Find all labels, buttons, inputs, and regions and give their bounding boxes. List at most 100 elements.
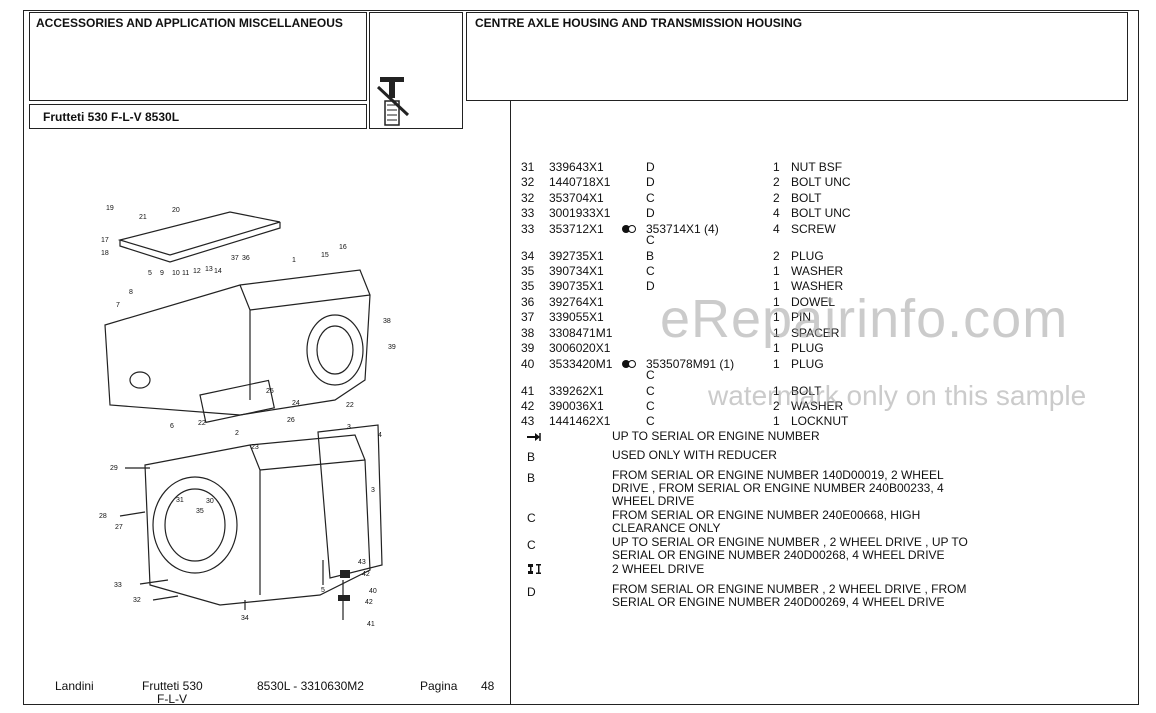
item-number: 33 [521, 206, 535, 220]
callout: 1 [292, 257, 296, 264]
description: WASHER [791, 264, 844, 278]
part-number: 339643X1 [549, 160, 604, 174]
callout: 40 [369, 588, 377, 595]
quantity: 1 [773, 357, 780, 371]
footer-page-label: Pagina [420, 679, 458, 693]
legend-item: 2 WHEEL DRIVE [527, 563, 997, 577]
description: NUT BSF [791, 160, 843, 174]
quantity: 4 [773, 222, 780, 236]
table-row: 38 3308471M1 1 SPACER [521, 326, 981, 341]
callout: 25 [266, 388, 274, 395]
legend-code: D [527, 585, 536, 599]
part-code: C [646, 264, 655, 278]
part-number: 353712X1 [549, 222, 604, 236]
callout: 29 [110, 465, 118, 472]
description: LOCKNUT [791, 414, 849, 428]
table-row: 34 392735X1 B 2 PLUG [521, 249, 981, 264]
callout: 30 [206, 498, 214, 505]
exploded-diagram [104, 211, 383, 620]
item-number: 37 [521, 310, 535, 324]
callout: 10 [172, 270, 180, 277]
tool-icon [376, 77, 410, 126]
part-number: 392735X1 [549, 249, 604, 263]
table-row: 33 353712X1 353714X1 (4) 4 SCREW [521, 222, 981, 237]
callout: 11 [182, 270, 190, 277]
table-row: 43 1441462X1 C 1 LOCKNUT [521, 414, 981, 429]
legend-item: UP TO SERIAL OR ENGINE NUMBER [527, 430, 997, 444]
description: PLUG [791, 341, 824, 355]
legend-item: C FROM SERIAL OR ENGINE NUMBER 240E00668… [527, 509, 997, 537]
legend-item: D FROM SERIAL OR ENGINE NUMBER , 2 WHEEL… [527, 583, 997, 611]
part-number: 390734X1 [549, 264, 604, 278]
description: WASHER [791, 279, 844, 293]
legend-text: USED ONLY WITH REDUCER [612, 448, 777, 462]
part-number: 1440718X1 [549, 175, 611, 189]
description: PLUG [791, 249, 824, 263]
legend-item: B USED ONLY WITH REDUCER [527, 448, 997, 465]
legend-text: FROM SERIAL OR ENGINE NUMBER , 2 WHEEL D… [612, 582, 967, 609]
callout: 16 [339, 244, 347, 251]
table-row: 32 1440718X1 D 2 BOLT UNC [521, 175, 981, 190]
legend-text: UP TO SERIAL OR ENGINE NUMBER , 2 WHEEL … [612, 535, 968, 562]
page-number: 48 [481, 679, 495, 693]
legend-text: FROM SERIAL OR ENGINE NUMBER 140D00019, … [612, 468, 944, 508]
part-number: 3006020X1 [549, 341, 611, 355]
description: BOLT UNC [791, 206, 851, 220]
description: WASHER [791, 399, 844, 413]
part-code: C [646, 191, 655, 205]
callout: 26 [287, 417, 295, 424]
part-number: 392764X1 [549, 295, 604, 309]
item-number: 40 [521, 357, 535, 371]
table-row: 36 392764X1 1 DOWEL [521, 295, 981, 310]
callout: 34 [241, 615, 249, 622]
callout: 15 [321, 252, 329, 259]
table-row: 31 339643X1 D 1 NUT BSF [521, 160, 981, 175]
part-number: 3308471M1 [549, 326, 613, 340]
callout: 28 [99, 513, 107, 520]
description: PIN [791, 310, 812, 324]
item-number: 35 [521, 264, 535, 278]
callout: 37 [231, 255, 239, 262]
item-number: 32 [521, 191, 535, 205]
table-row: 32 353704X1 C 2 BOLT [521, 191, 981, 206]
watermark-note: watermark only on this sample [708, 380, 1087, 411]
arrow-right-icon [527, 430, 557, 445]
quantity: 2 [773, 191, 780, 205]
alternate-part: 3535078M91 (1) [646, 357, 735, 371]
callout: 2 [235, 430, 239, 437]
quantity: 1 [773, 326, 780, 340]
page-frame [23, 10, 1139, 705]
callout: 21 [139, 214, 147, 221]
quantity: 1 [773, 310, 780, 324]
callout: 36 [242, 255, 250, 262]
table-row: 33 3001933X1 D 4 BOLT UNC [521, 206, 981, 221]
item-number: 43 [521, 414, 535, 428]
section-title-box: ACCESSORIES AND APPLICATION MISCELLANEOU… [29, 12, 367, 101]
legend-code: C [527, 511, 536, 525]
callout: 5 [148, 270, 152, 277]
table-row: 42 390036X1 C 2 WASHER [521, 399, 981, 414]
callout: 7 [116, 302, 120, 309]
alternate-part: 353714X1 (4) [646, 222, 719, 236]
callout: 42 [362, 571, 370, 578]
callout: 33 [114, 582, 122, 589]
callout: 22 [346, 402, 354, 409]
table-row: 40 3533420M1 3535078M91 (1) 1 PLUG [521, 357, 981, 372]
callout: 19 [106, 205, 114, 212]
footer-reference: 8530L - 3310630M2 [257, 679, 364, 693]
item-number: 32 [521, 175, 535, 189]
callout: 35 [196, 508, 204, 515]
table-row: 41 339262X1 C 1 BOLT [521, 384, 981, 399]
part-number: 3533420M1 [549, 357, 613, 371]
part-title-box: CENTRE AXLE HOUSING AND TRANSMISSION HOU… [466, 12, 1128, 101]
part-number: 339262X1 [549, 384, 604, 398]
table-row: 37 339055X1 1 PIN [521, 310, 981, 325]
alternate-code: C [646, 368, 655, 382]
item-number: 33 [521, 222, 535, 236]
legend-text: FROM SERIAL OR ENGINE NUMBER 240E00668, … [612, 508, 921, 535]
callout: 4 [378, 432, 382, 439]
part-number: 390036X1 [549, 399, 604, 413]
quantity: 1 [773, 414, 780, 428]
part-number: 339055X1 [549, 310, 604, 324]
part-number: 353704X1 [549, 191, 604, 205]
